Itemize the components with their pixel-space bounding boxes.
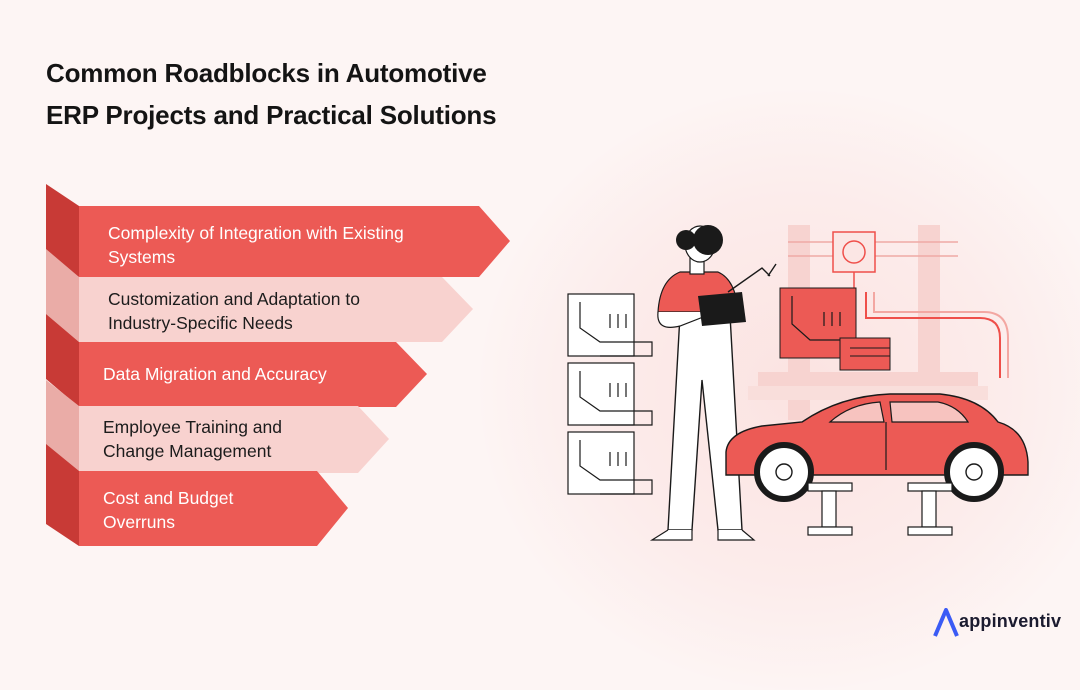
woman-with-tablet-icon — [649, 225, 777, 541]
title-line-2: ERP Projects and Practical Solutions — [46, 100, 497, 130]
step-4-line-2: Change Management — [103, 441, 272, 461]
appinventiv-logo-icon — [933, 608, 959, 637]
step-1-line-2: Systems — [108, 247, 176, 267]
page-title: Common Roadblocks in Automotive ERP Proj… — [46, 52, 497, 136]
step-label: Complexity of Integration with Existing … — [108, 221, 404, 269]
step-arrow-2 — [46, 249, 473, 342]
robotic-arm-icon — [748, 225, 1009, 420]
step-arrow-5 — [46, 444, 348, 546]
step-5-line-1: Cost and Budget — [103, 488, 234, 508]
step-data-migration: Data Migration and Accuracy — [46, 314, 427, 407]
parts-shelf-icon — [567, 293, 653, 495]
step-arrow-1 — [46, 184, 510, 277]
title-line-1: Common Roadblocks in Automotive — [46, 58, 487, 88]
step-integration: Complexity of Integration with Existing … — [46, 184, 510, 277]
step-2-line-2: Industry-Specific Needs — [108, 313, 293, 333]
step-cost-budget: Cost and Budget Overruns — [46, 444, 348, 546]
step-arrow-4 — [46, 380, 389, 473]
step-label: Employee Training and Change Management — [103, 415, 282, 463]
car-on-lift-icon — [725, 393, 1029, 536]
step-1-line-1: Complexity of Integration with Existing — [108, 223, 404, 243]
step-employee-training: Employee Training and Change Management — [46, 380, 389, 473]
step-label: Customization and Adaptation to Industry… — [108, 287, 360, 335]
brand-logo: appinventiv — [933, 608, 1063, 638]
step-customization: Customization and Adaptation to Industry… — [46, 249, 473, 342]
step-5-line-2: Overruns — [103, 512, 175, 532]
logo-text: appinventiv — [959, 611, 1062, 631]
step-2-line-1: Customization and Adaptation to — [108, 289, 360, 309]
step-arrow-3 — [46, 314, 427, 407]
automotive-illustration — [567, 225, 1029, 541]
step-4-line-1: Employee Training and — [103, 417, 282, 437]
roadblock-steps: Complexity of Integration with Existing … — [0, 0, 540, 600]
step-label: Cost and Budget Overruns — [103, 486, 233, 534]
step-label: Data Migration and Accuracy — [103, 362, 327, 386]
step-3-line-1: Data Migration and Accuracy — [103, 364, 327, 384]
